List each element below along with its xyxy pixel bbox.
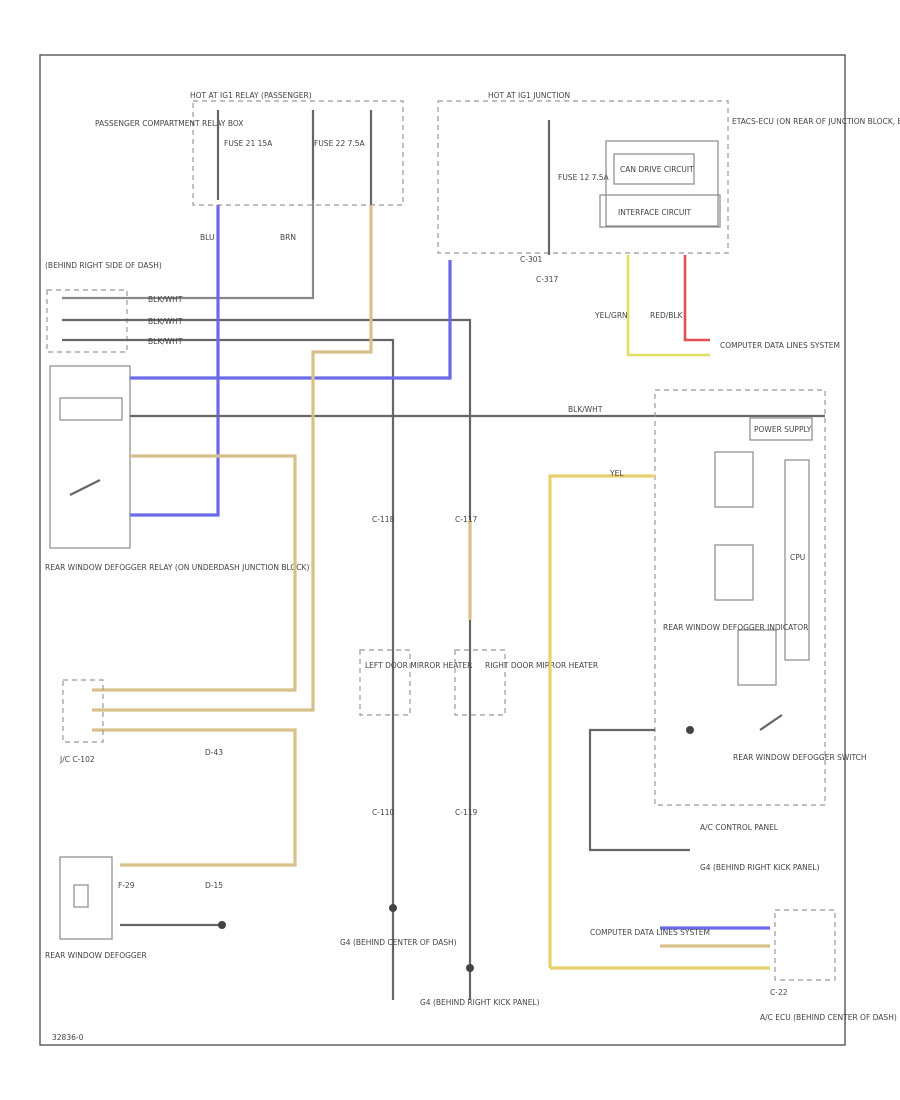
- interface-label: INTERFACE CIRCUIT: [618, 208, 692, 217]
- figure-code: 32836-0: [52, 1033, 84, 1042]
- blue-wire-feed: [130, 260, 452, 380]
- blk-wht-wire-1: [62, 200, 315, 300]
- diagram-frame: [39, 54, 846, 1046]
- brown-wire-defogger: [92, 728, 297, 867]
- interface-box-1: [714, 451, 754, 508]
- cpu-box: [784, 459, 810, 661]
- blu-label: BLU: [200, 233, 214, 242]
- blk-wht-wire-2: [62, 318, 472, 1000]
- junction-outline: [437, 100, 729, 254]
- rear-defogger-box: [59, 856, 113, 940]
- data-lines-label-2: COMPUTER DATA LINES SYSTEM: [590, 928, 710, 937]
- ground-center-label: G4 (BEHIND CENTER OF DASH): [340, 938, 457, 947]
- power-supply-box: [749, 417, 813, 441]
- behind-right-dash-label: (BEHIND RIGHT SIDE OF DASH): [45, 261, 162, 270]
- c118-label: C-118: [372, 515, 394, 524]
- right-mirror-outline: [454, 649, 506, 716]
- c119-label: C-119: [455, 808, 477, 817]
- blk-wht-wire-3: [62, 338, 395, 1000]
- red-blk-label: RED/BLK: [650, 311, 684, 320]
- red-blk-data-wire: [683, 255, 710, 342]
- can-drive-box: [613, 153, 695, 185]
- jc-label: J/C C-102: [59, 755, 95, 764]
- f29-label: F-29: [118, 881, 135, 890]
- ac-panel-outline: [654, 389, 826, 806]
- ac-ecu-outline: [774, 909, 836, 981]
- cpu-label: CPU: [790, 553, 805, 562]
- defogger-element: [73, 884, 89, 908]
- c117-label: C-117: [455, 515, 477, 524]
- stack-ecu-label: ETACS-ECU (ON REAR OF JUNCTION BLOCK, BE…: [732, 117, 900, 126]
- right-mirror-label: RIGHT DOOR MIRROR HEATER: [485, 661, 598, 670]
- c110-label: C-110: [372, 808, 394, 817]
- defogger-switch: [759, 714, 783, 731]
- passenger-relay-box-outline: [192, 100, 404, 206]
- brn-label-top: BRN: [280, 233, 296, 242]
- power-supply-label: POWER SUPPLY: [754, 425, 812, 434]
- yel-label: YEL: [609, 469, 624, 478]
- interface-box-3: [737, 629, 777, 686]
- data-lines-label: COMPUTER DATA LINES SYSTEM: [720, 341, 840, 350]
- ac-panel-label: A/C CONTROL PANEL: [700, 823, 779, 832]
- yel-grn-data-wire: [626, 255, 710, 357]
- hot-ig-junction-label: HOT AT IG1 JUNCTION: [488, 91, 570, 100]
- wire-label-1: BLK/WHT: [148, 295, 183, 304]
- brown-wire-mirror: [92, 205, 373, 712]
- d15-label: D-15: [205, 881, 223, 890]
- passenger-relay-box-label: PASSENGER COMPARTMENT RELAY BOX: [95, 119, 243, 128]
- ground-right-label: G4 (BEHIND RIGHT KICK PANEL): [420, 998, 540, 1007]
- interface-box-2: [714, 544, 754, 601]
- ac-ecu-label: A/C ECU (BEHIND CENTER OF DASH): [760, 1013, 897, 1022]
- c22-label: C-22: [770, 988, 788, 997]
- left-mirror-outline: [359, 649, 411, 716]
- fuse-a-label: FUSE 21 15A: [224, 139, 273, 148]
- switch-ground-wire: [588, 728, 690, 852]
- interface-box: [599, 194, 721, 228]
- defogger-relay-label: REAR WINDOW DEFOGGER RELAY (ON UNDERDASH…: [45, 563, 309, 572]
- wire-label-2: BLK/WHT: [148, 317, 183, 326]
- hot-ig-relay-label: HOT AT IG1 RELAY (PASSENGER): [190, 91, 312, 100]
- left-mirror-label: LEFT DOOR MIRROR HEATER: [365, 661, 472, 670]
- blue-wire-relay: [130, 205, 220, 517]
- yel-grn-label: YEL/GRN: [594, 311, 628, 320]
- d43-label: D-43: [205, 748, 223, 757]
- rear-switch-label: REAR WINDOW DEFOGGER SWITCH: [733, 753, 867, 762]
- defogger-ground: [218, 921, 226, 929]
- relay-switch: [69, 479, 101, 496]
- rear-defogger-label: REAR WINDOW DEFOGGER: [45, 951, 147, 960]
- fuse-c-label: FUSE 12 7.5A: [558, 173, 610, 182]
- switch-ground-dot: [686, 726, 694, 734]
- defogger-relay-box: [49, 365, 131, 549]
- c317-label: C-317: [536, 275, 558, 284]
- relay-coil: [59, 397, 123, 421]
- c301-label: C-301: [520, 255, 542, 264]
- main-wire-label: BLK/WHT: [568, 405, 603, 414]
- left-ground-dot: [389, 904, 397, 912]
- wire-label-3: BLK/WHT: [148, 337, 183, 346]
- brown-wire-relay: [92, 454, 297, 692]
- ground-right-kick-label: G4 (BEHIND RIGHT KICK PANEL): [700, 863, 820, 872]
- ecu-box: [605, 140, 719, 227]
- rear-indicator-label: REAR WINDOW DEFOGGER INDICATOR: [663, 623, 808, 632]
- yellow-wire-ac: [548, 474, 655, 968]
- can-drive-label: CAN DRIVE CIRCUIT: [620, 165, 694, 174]
- jc-outline: [62, 679, 104, 743]
- fuse-b-label: FUSE 22 7.5A: [314, 139, 366, 148]
- right-ground-dot: [466, 964, 474, 972]
